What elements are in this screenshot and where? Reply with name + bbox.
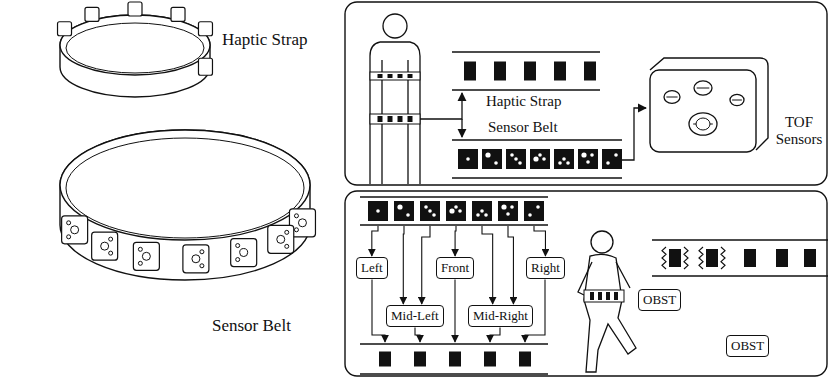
leader-arrow (403, 226, 405, 304)
leader-arrow (415, 328, 420, 342)
leader-arrow (455, 226, 457, 256)
box-label: Mid-Right (473, 308, 528, 324)
obstacle-box: OBST (638, 289, 681, 311)
box-label: OBST (643, 292, 676, 308)
box-label: Left (361, 260, 383, 276)
panel (345, 2, 827, 185)
part-label: Haptic Strap (222, 30, 307, 50)
person-figure (370, 14, 420, 184)
sensor-belt-bar (360, 197, 548, 225)
tof-sensor-module (650, 58, 768, 152)
walking-person-figure (578, 231, 636, 372)
component-label: TOF Sensors (772, 114, 826, 149)
region-box: Right (526, 257, 565, 279)
sensor-belt (60, 130, 315, 280)
haptic-strap-bar (452, 52, 600, 90)
obstacle-box: OBST (726, 335, 769, 357)
leader-arrow (534, 226, 545, 256)
haptic-strap-bar (360, 344, 548, 374)
box-label: OBST (731, 338, 764, 354)
leader-arrow (422, 226, 430, 304)
haptic-strap-bar (652, 240, 828, 276)
box-label: Front (441, 260, 469, 276)
leader-arrow (622, 108, 646, 160)
leader-arrow (372, 226, 378, 256)
leader-arrow (490, 328, 500, 342)
part-label: Sensor Belt (212, 316, 291, 336)
panel (345, 191, 827, 376)
leader-arrow (454, 280, 455, 342)
part-label: Sensor Belt (488, 119, 558, 136)
part-label: Haptic Strap (486, 93, 561, 110)
leader-arrow (482, 226, 493, 304)
sensor-belt-bar (452, 140, 622, 178)
leader-arrow (372, 280, 385, 342)
haptic-strap (58, 2, 213, 97)
box-label: Mid-Left (391, 308, 439, 324)
leader-arrow (508, 226, 513, 304)
region-box: Front (436, 257, 474, 279)
region-box: Mid-Right (468, 305, 533, 327)
box-label: Right (531, 260, 560, 276)
leader-arrow (420, 93, 462, 119)
leader-arrow (461, 119, 462, 137)
region-box: Left (356, 257, 388, 279)
region-box: Mid-Left (386, 305, 444, 327)
